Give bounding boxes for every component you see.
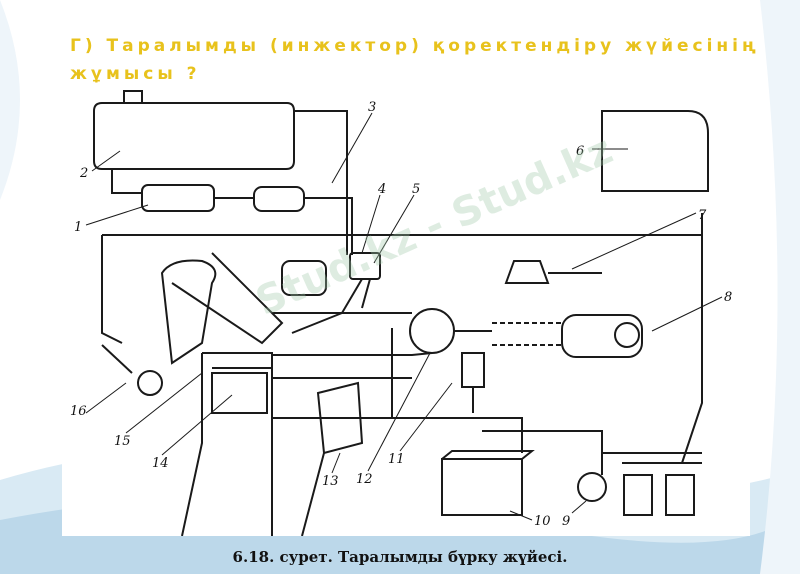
part-number-1: 1	[74, 220, 82, 235]
part-number-5: 5	[412, 182, 420, 197]
air-intake	[160, 259, 217, 365]
part-number-10: 10	[534, 514, 551, 529]
slide-title: Г) Таралымды (инжектор) қоректендіру жүй…	[70, 36, 760, 84]
fuel-filter	[253, 186, 305, 212]
part-number-11: 11	[388, 452, 405, 467]
part-number-13: 13	[322, 474, 339, 489]
part-number-15: 15	[114, 434, 131, 449]
fuel-tank-cap	[123, 90, 143, 104]
part-number-12: 12	[356, 472, 373, 487]
figure-caption: 6.18. сурет. Таралымды бүрку жүйесі.	[232, 548, 568, 566]
part-number-9: 9	[562, 514, 570, 529]
ignition-distributor	[316, 381, 364, 455]
part-number-4: 4	[377, 182, 386, 197]
part-number-3: 3	[368, 100, 376, 115]
control-unit	[409, 308, 455, 354]
fuel-injection-diagram: 1 2 3 4 5 6 7 8 9 10 11 12 13 14 15 16 S…	[62, 83, 750, 536]
part-number-8: 8	[724, 290, 732, 305]
engine-block	[181, 352, 273, 536]
fuel-pump	[141, 184, 215, 212]
part-number-2: 2	[79, 166, 88, 181]
part-number-6: 6	[576, 144, 584, 159]
part-number-7: 7	[698, 208, 707, 223]
piston	[211, 372, 268, 414]
relay-block	[601, 110, 709, 192]
connector-left	[623, 474, 653, 516]
part-number-16: 16	[70, 404, 87, 419]
injector-4	[349, 252, 381, 280]
ignition-switch	[577, 472, 607, 502]
part-number-14: 14	[152, 456, 169, 471]
diagram-drawing: 1 2 3 4 5 6 7 8 9 10 11 12 13 14 15 16	[70, 90, 732, 536]
throttle-body	[281, 260, 327, 296]
battery	[441, 458, 523, 516]
air-flow-sensor	[561, 314, 643, 358]
connector-right	[665, 474, 695, 516]
pressure-regulator	[461, 352, 485, 388]
fuel-tank	[93, 102, 295, 170]
auxiliary-air-valve	[504, 260, 550, 284]
cold-start-injector	[137, 370, 163, 396]
